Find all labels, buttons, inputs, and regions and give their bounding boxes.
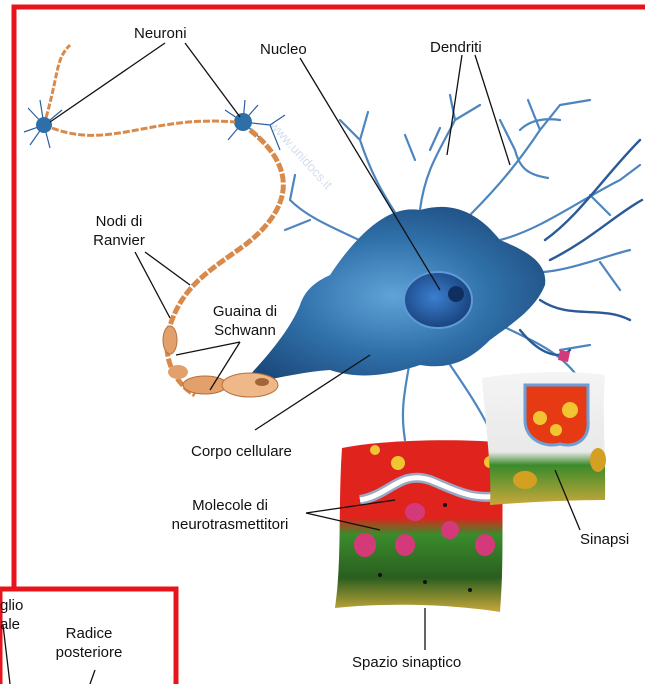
label-nucleo: Nucleo bbox=[260, 40, 307, 59]
connecting-axon bbox=[52, 121, 235, 135]
label-guaina-line2: Schwann bbox=[200, 321, 290, 340]
deep-dendrites bbox=[520, 140, 642, 355]
label-molecole-line1: Molecole di bbox=[150, 496, 310, 515]
label-guaina-di-schwann: Guaina di Schwann bbox=[200, 302, 290, 340]
nucleus bbox=[404, 272, 472, 328]
label-nodi-line2: Ranvier bbox=[84, 231, 154, 250]
label-molecole-neurotrasmettitori: Molecole di neurotrasmettitori bbox=[150, 496, 310, 534]
long-axon bbox=[167, 130, 283, 395]
small-neuron-left-body bbox=[36, 117, 52, 133]
label-sinapsi: Sinapsi bbox=[580, 530, 629, 549]
cell-body bbox=[240, 207, 545, 385]
label-corpo-cellulare: Corpo cellulare bbox=[191, 442, 292, 461]
label-ganglio-line2: ale bbox=[0, 615, 23, 634]
label-nodi-di-ranvier: Nodi di Ranvier bbox=[84, 212, 154, 250]
label-spazio-sinaptico: Spazio sinaptico bbox=[352, 653, 461, 672]
nucleolus bbox=[448, 286, 464, 302]
label-dendriti: Dendriti bbox=[430, 38, 482, 57]
label-molecole-line2: neurotrasmettitori bbox=[150, 515, 310, 534]
label-ganglio-line1: glio bbox=[0, 596, 23, 615]
label-radice-line1: Radice bbox=[34, 624, 144, 643]
label-radice-posteriore: Radice posteriore bbox=[34, 624, 144, 662]
label-guaina-line1: Guaina di bbox=[200, 302, 290, 321]
label-radice-line2: posteriore bbox=[34, 643, 144, 662]
synapse-panel-2 bbox=[482, 350, 606, 505]
label-ganglio-spinale: glio ale bbox=[0, 596, 23, 634]
label-nodi-line1: Nodi di bbox=[84, 212, 154, 231]
small-neuron-right-body bbox=[234, 113, 252, 131]
label-neuroni: Neuroni bbox=[134, 24, 187, 43]
